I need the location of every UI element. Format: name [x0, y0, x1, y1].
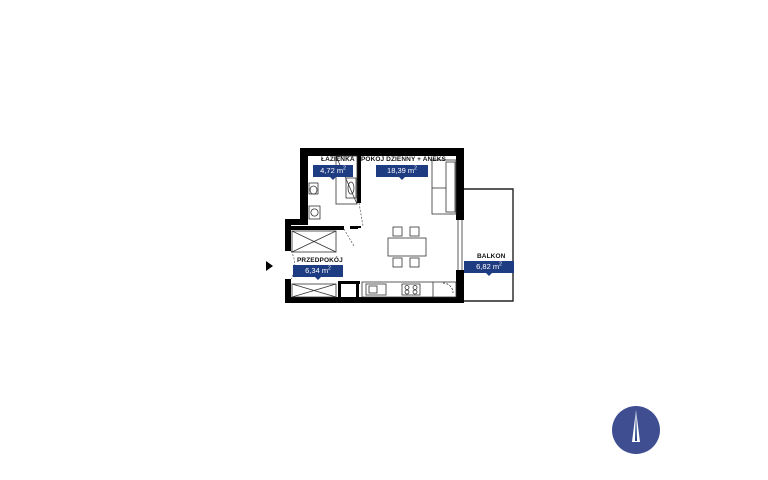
area-badge-balcony: 6,82 m2 — [464, 261, 514, 276]
area-unit-hall: 2 — [328, 265, 331, 272]
dining-table — [387, 237, 427, 257]
area-value-hall: 6,34 m — [305, 266, 329, 275]
room-label-balcony: BALKON — [477, 253, 506, 260]
wall-right-lower — [456, 270, 464, 303]
sofa — [431, 159, 457, 215]
cooktop — [401, 283, 421, 296]
hall-door — [343, 228, 355, 247]
area-unit-living: 2 — [414, 165, 417, 172]
shower — [335, 155, 358, 205]
badge-pointer — [486, 273, 492, 276]
bathroom-door — [358, 202, 364, 227]
living-window — [457, 220, 463, 270]
badge-pointer — [399, 177, 405, 180]
exterior-walls — [285, 148, 464, 303]
hall-wardrobes — [291, 230, 337, 298]
dining-set — [387, 226, 427, 268]
washing-machine — [308, 205, 321, 220]
wall-bottom — [285, 297, 464, 303]
wall-left-upper — [300, 148, 308, 224]
area-value-balcony: 6,82 m — [476, 262, 500, 271]
wall-step — [285, 219, 308, 225]
bathroom-sink — [345, 177, 357, 199]
room-label-bathroom: ŁAZIENKA — [321, 156, 355, 163]
kitchenette — [361, 281, 457, 298]
badge-pointer — [330, 177, 336, 180]
wall-left-lower-b — [285, 279, 291, 303]
entrance-arrow-icon — [266, 261, 273, 271]
interior-walls — [290, 155, 361, 299]
balcony-outline — [462, 188, 514, 302]
room-label-hall: PRZEDPOKÓJ — [297, 257, 343, 264]
room-label-living: POKÓJ DZIENNY + ANEKS — [361, 156, 446, 163]
wall-top — [300, 148, 464, 156]
area-value-bathroom: 4,72 m — [320, 166, 344, 175]
area-badge-living: 18,39 m2 — [376, 165, 428, 180]
wall-left-lower-a — [285, 219, 291, 251]
area-unit-bathroom: 2 — [343, 165, 346, 172]
area-unit-balcony: 2 — [499, 261, 502, 268]
kitchen-sink — [365, 283, 387, 296]
wall-right-upper — [456, 148, 464, 220]
north-compass-icon — [612, 406, 660, 454]
area-value-living: 18,39 m — [387, 166, 415, 175]
area-badge-bathroom: 4,72 m2 — [313, 165, 353, 180]
badge-pointer — [315, 277, 321, 280]
area-badge-hall: 6,34 m2 — [293, 265, 343, 280]
bathroom-fixtures — [308, 155, 358, 220]
